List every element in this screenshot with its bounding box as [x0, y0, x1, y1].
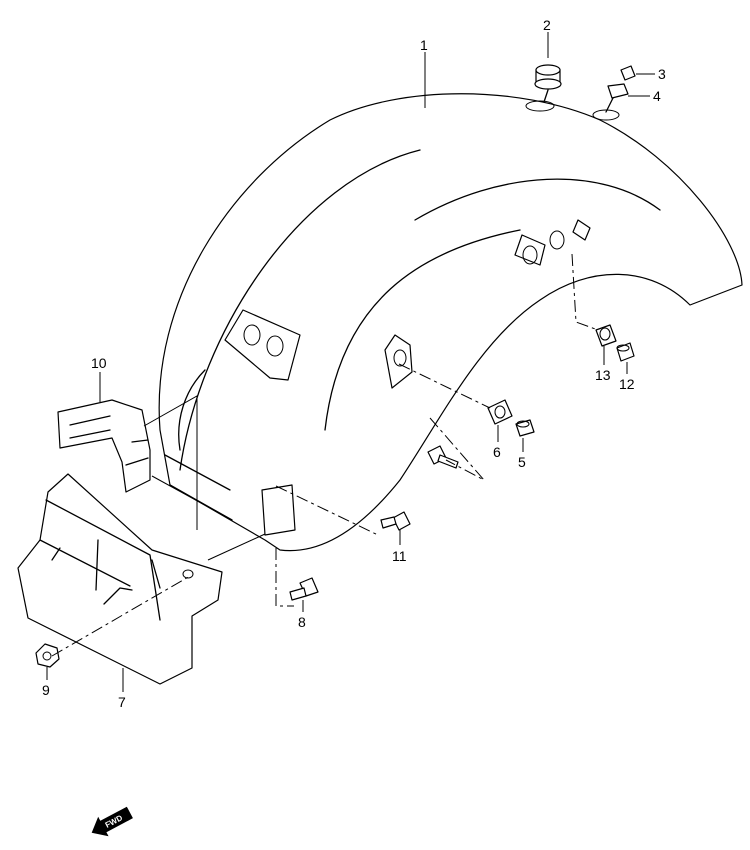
callout-13: 13 [595, 367, 611, 383]
callout-3: 3 [658, 66, 666, 82]
grommet-4 [605, 83, 629, 113]
callout-10: 10 [91, 355, 107, 371]
bolt-8 [289, 577, 319, 601]
grommet-2 [534, 64, 562, 103]
grommet-6 [487, 399, 513, 425]
collar-3 [620, 65, 636, 81]
callout-4: 4 [653, 88, 661, 104]
collar-12 [616, 342, 635, 362]
callout-leaders [46, 32, 655, 692]
fwd-arrow-icon: FWD [91, 806, 133, 837]
callout-1: 1 [420, 37, 428, 53]
collar-5 [515, 419, 535, 437]
callout-9: 9 [42, 682, 50, 698]
callout-11: 11 [392, 548, 407, 564]
rear-fender [158, 93, 743, 552]
cover-7 [17, 473, 223, 685]
callout-8: 8 [298, 614, 306, 630]
callout-5: 5 [518, 454, 526, 470]
callout-6: 6 [493, 444, 501, 460]
callout-7: 7 [118, 694, 126, 710]
nut-9 [35, 643, 60, 668]
callout-2: 2 [543, 17, 551, 33]
callouts: 1 2 3 4 5 6 7 8 9 10 11 12 13 [42, 17, 666, 710]
bolt-11 [380, 511, 411, 531]
assembly-lines [51, 253, 599, 657]
callout-12: 12 [619, 376, 635, 392]
grommet-13 [595, 324, 617, 347]
bracket-10 [57, 399, 151, 493]
bolt-icon [427, 445, 459, 469]
